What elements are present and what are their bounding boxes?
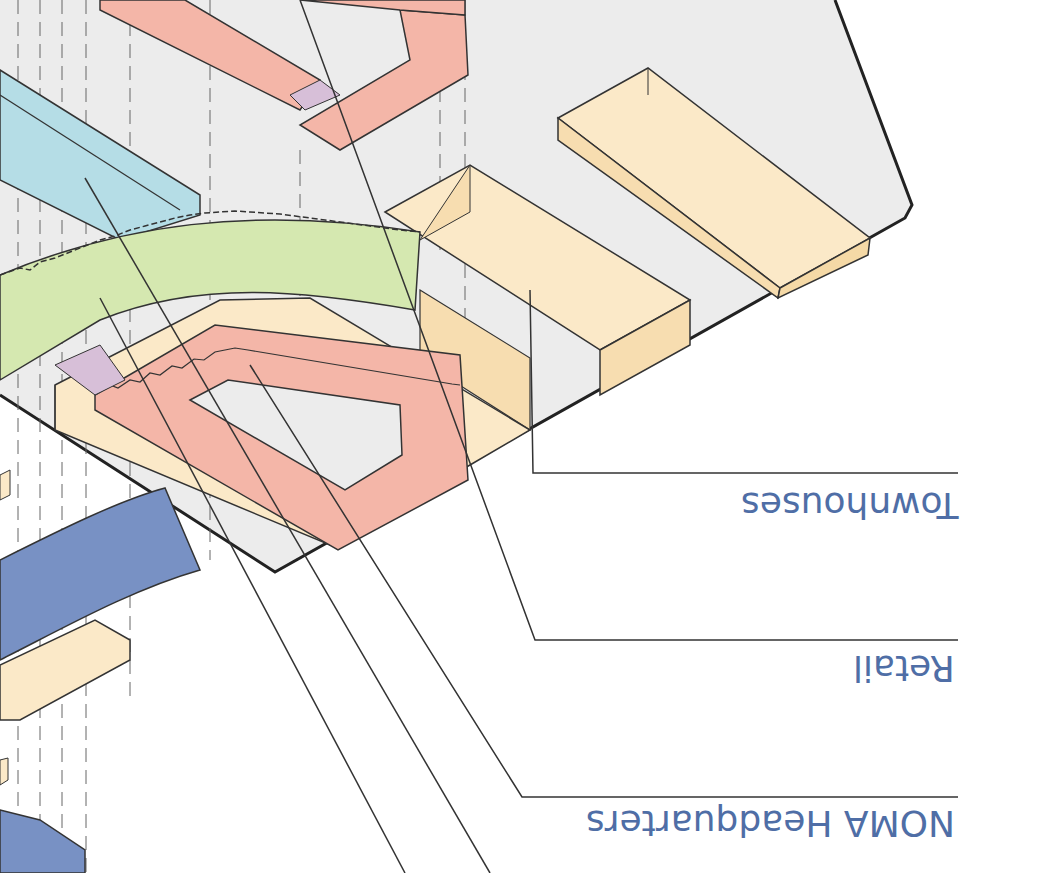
callout-label: NOMA Headquarters xyxy=(586,803,955,843)
callout-label: Townhouses xyxy=(741,485,958,525)
callout-label: Retail xyxy=(853,648,955,688)
